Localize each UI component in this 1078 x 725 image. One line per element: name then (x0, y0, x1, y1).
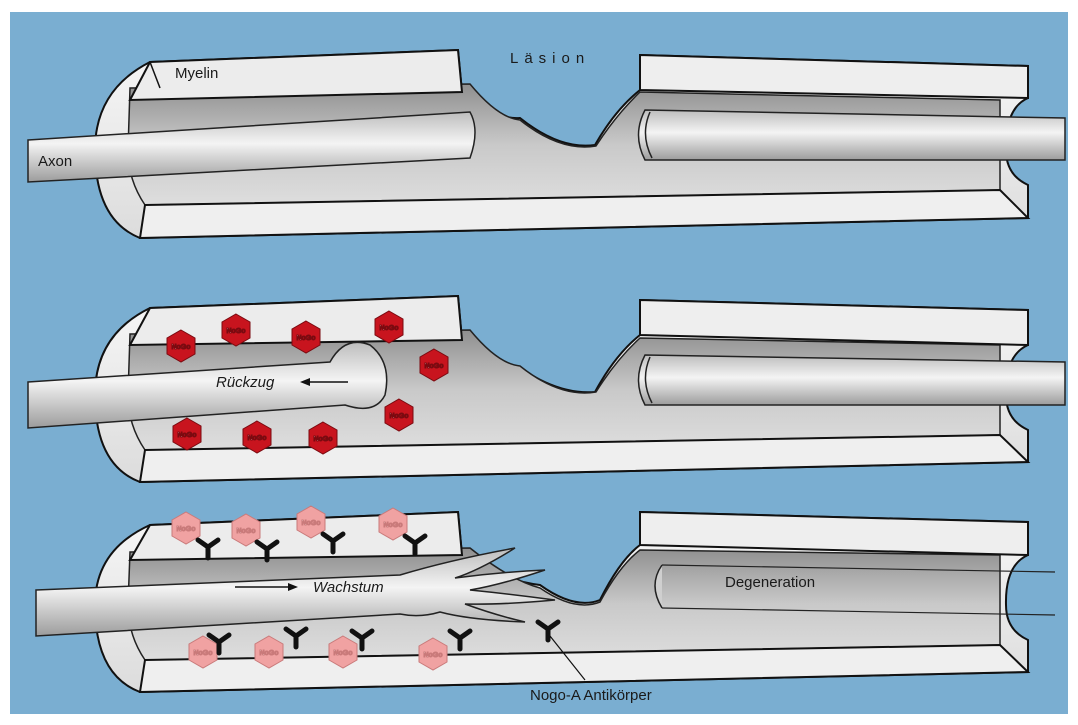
label-antibody: Nogo-A Antikörper (530, 687, 652, 704)
svg-text:NoGo: NoGo (424, 363, 443, 370)
svg-text:NoGo: NoGo (389, 413, 408, 420)
label-degeneration: Degeneration (725, 574, 815, 591)
svg-text:NoGo: NoGo (177, 432, 196, 439)
svg-text:NoGo: NoGo (301, 520, 320, 527)
svg-text:NoGo: NoGo (236, 528, 255, 535)
axon-right (639, 110, 1066, 160)
svg-text:NoGo: NoGo (247, 435, 266, 442)
panel-regeneration: Wachstum Degeneration NoGo NoGo NoGo NoG… (36, 506, 1055, 704)
label-retraction: Rückzug (216, 374, 275, 391)
panel-intact-lesion: Myelin Axon Läsion (28, 50, 1065, 238)
svg-text:NoGo: NoGo (423, 652, 442, 659)
svg-text:NoGo: NoGo (259, 650, 278, 657)
svg-text:NoGo: NoGo (171, 344, 190, 351)
svg-text:NoGo: NoGo (226, 328, 245, 335)
svg-text:NoGo: NoGo (176, 526, 195, 533)
label-axon: Axon (38, 153, 72, 170)
label-myelin: Myelin (175, 65, 218, 82)
svg-text:NoGo: NoGo (193, 650, 212, 657)
svg-text:NoGo: NoGo (296, 335, 315, 342)
axon-right-2 (639, 355, 1066, 405)
panel-retraction: Rückzug NoGo NoGo NoGo NoGo NoGo NoGo No… (28, 296, 1065, 482)
label-lesion: Läsion (510, 50, 590, 67)
svg-text:NoGo: NoGo (379, 325, 398, 332)
svg-text:NoGo: NoGo (313, 436, 332, 443)
label-growth: Wachstum (313, 579, 384, 596)
myelin-band-right-top (640, 55, 1028, 98)
svg-text:NoGo: NoGo (383, 522, 402, 529)
svg-text:NoGo: NoGo (333, 650, 352, 657)
